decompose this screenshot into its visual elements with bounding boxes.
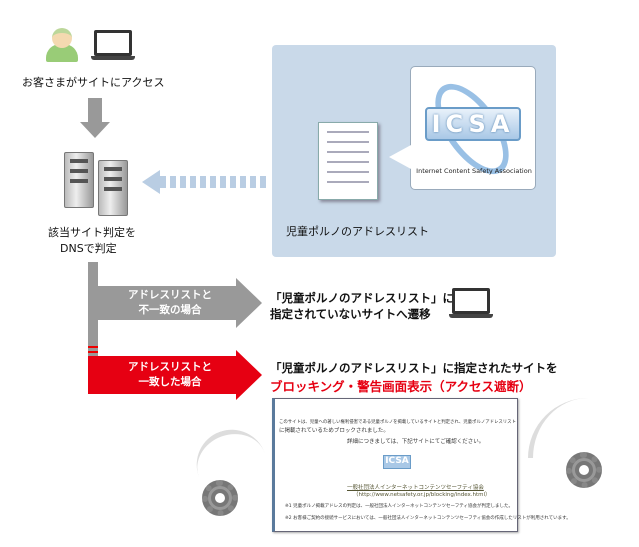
block-para-1b: に掲載されているためブロックされました。	[279, 428, 389, 434]
icsa-logo: ICSA	[425, 107, 521, 141]
laptop-icon	[449, 288, 493, 318]
nomatch-label-1: アドレスリストと	[128, 289, 212, 301]
dns-label-2: DNSで判定	[60, 242, 117, 255]
broken-gear-icon	[202, 480, 238, 516]
broken-gear-icon	[566, 452, 602, 488]
match-text-2: ブロッキング・警告画面表示（アクセス遮断）	[270, 379, 532, 394]
user-avatar-icon	[46, 28, 78, 62]
match-text-1: 「児童ポルノのアドレスリスト」に指定されたサイトを	[270, 361, 558, 375]
document-icon	[318, 122, 378, 200]
dotted-arrow-icon	[160, 176, 270, 188]
swoosh-right	[528, 398, 588, 458]
match-label-1: アドレスリストと	[128, 361, 212, 373]
nomatch-label-2: 不一致の場合	[138, 304, 202, 316]
nomatch-text-1: 「児童ポルノのアドレスリスト」に	[270, 291, 454, 305]
address-list-label: 児童ポルノのアドレスリスト	[286, 225, 429, 238]
block-para-2: 詳細につきましては、下記サイトにてご確認ください。	[347, 439, 485, 445]
down-arrow-icon	[88, 98, 102, 124]
nomatch-arrow	[98, 286, 236, 320]
block-url[interactable]: （http://www.netsafety.or.jp/blocking/ind…	[353, 492, 491, 498]
block-logo: ICSA	[383, 455, 411, 469]
match-arrow	[88, 356, 236, 394]
block-page-screenshot: このサイトは、児童への著しい権利侵害である児童ポルノを掲載しているサイトと判定さ…	[272, 398, 571, 532]
dns-server-icon	[64, 152, 128, 216]
flow-line	[88, 262, 98, 358]
dns-label-1: 該当サイト判定を	[48, 226, 136, 239]
match-label-2: 一致した場合	[138, 376, 202, 388]
laptop-icon	[91, 30, 135, 60]
icsa-full-name: Internet Content Safety Association	[416, 167, 532, 175]
icsa-logo-bubble: ICSA Internet Content Safety Association	[389, 66, 536, 190]
nomatch-text-2: 指定されていないサイトへ遷移	[270, 307, 431, 321]
block-note-2: ※2 お客様ご契約の接続サービスにおいては、一般社団法人インターネットコンテンツ…	[285, 516, 571, 521]
user-access-label: お客さまがサイトにアクセス	[22, 76, 165, 89]
block-para-1: このサイトは、児童への著しい権利侵害である児童ポルノを掲載しているサイトと判定さ…	[279, 420, 516, 425]
block-note-1: ※1 児童ポルノ掲載アドレスの判定は、一般社団法人インターネットコンテンツセーフ…	[285, 504, 514, 509]
block-org-link[interactable]: 一般社団法人インターネットコンテンツセーフティ協会	[347, 485, 484, 491]
